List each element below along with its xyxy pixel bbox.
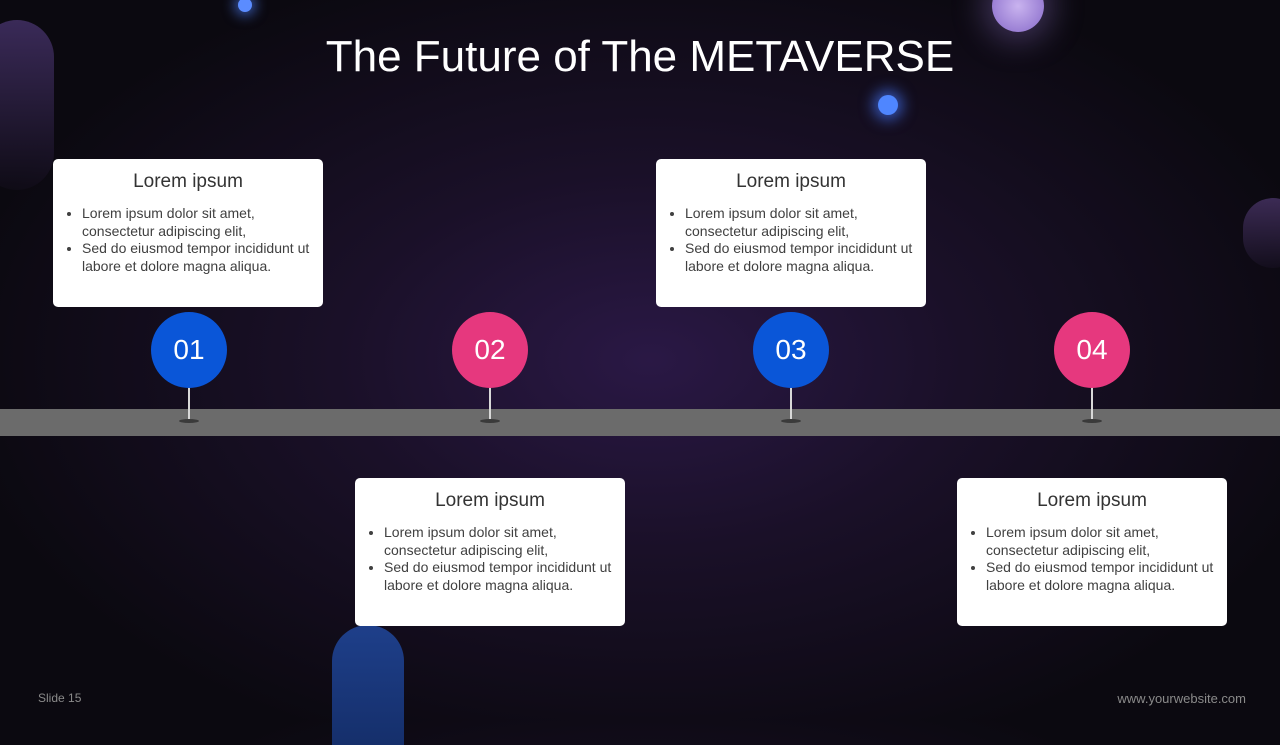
card-bullet-list: Lorem ipsum dolor sit amet, consectetur … [365, 524, 615, 594]
card-bullet-list: Lorem ipsum dolor sit amet, consectetur … [63, 205, 313, 275]
card-bullet: Sed do eiusmod tempor incididunt ut labo… [384, 559, 615, 594]
timeline-pin-foot [1082, 419, 1102, 423]
card-bullet: Lorem ipsum dolor sit amet, consectetur … [685, 205, 916, 240]
card-title: Lorem ipsum [133, 171, 243, 192]
card-title: Lorem ipsum [435, 490, 545, 511]
decorative-pill-left [0, 20, 54, 190]
slide-title: The Future of The METAVERSE [325, 32, 955, 81]
card-bullet-list: Lorem ipsum dolor sit amet, consectetur … [666, 205, 916, 275]
card-title: Lorem ipsum [1037, 490, 1147, 511]
card-bullet: Sed do eiusmod tempor incididunt ut labo… [82, 240, 313, 275]
timeline-pin-foot [781, 419, 801, 423]
timeline-pin [790, 384, 792, 422]
timeline-card-04: Lorem ipsum Lorem ipsum dolor sit amet, … [957, 478, 1227, 626]
timeline-pin-foot [480, 419, 500, 423]
card-title: Lorem ipsum [736, 171, 846, 192]
website-link[interactable]: www.yourwebsite.com [1117, 691, 1246, 706]
timeline-marker-03: 03 [753, 312, 829, 388]
marker-number: 04 [1076, 334, 1108, 365]
timeline-track [0, 409, 1280, 436]
card-bullet-list: Lorem ipsum dolor sit amet, consectetur … [967, 524, 1217, 594]
marker-number: 03 [775, 334, 807, 365]
decorative-pill-bottom [332, 625, 404, 745]
decorative-orb [992, 0, 1044, 32]
slide-number: Slide 15 [38, 691, 82, 705]
card-bullet: Lorem ipsum dolor sit amet, consectetur … [986, 524, 1217, 559]
card-bullet: Sed do eiusmod tempor incididunt ut labo… [685, 240, 916, 275]
timeline-card-02: Lorem ipsum Lorem ipsum dolor sit amet, … [355, 478, 625, 626]
decorative-glow-dot [878, 95, 898, 115]
decorative-glow-dot [238, 0, 252, 12]
card-bullet: Sed do eiusmod tempor incididunt ut labo… [986, 559, 1217, 594]
timeline-marker-04: 04 [1054, 312, 1130, 388]
marker-number: 01 [173, 334, 205, 365]
timeline-pin-foot [179, 419, 199, 423]
timeline-card-01: Lorem ipsum Lorem ipsum dolor sit amet, … [53, 159, 323, 307]
timeline-card-03: Lorem ipsum Lorem ipsum dolor sit amet, … [656, 159, 926, 307]
timeline-marker-02: 02 [452, 312, 528, 388]
timeline-marker-01: 01 [151, 312, 227, 388]
timeline-pin [188, 384, 190, 422]
marker-number: 02 [474, 334, 506, 365]
card-bullet: Lorem ipsum dolor sit amet, consectetur … [384, 524, 615, 559]
card-bullet: Lorem ipsum dolor sit amet, consectetur … [82, 205, 313, 240]
decorative-pill-right [1243, 198, 1280, 268]
timeline-pin [1091, 384, 1093, 422]
timeline-pin [489, 384, 491, 422]
